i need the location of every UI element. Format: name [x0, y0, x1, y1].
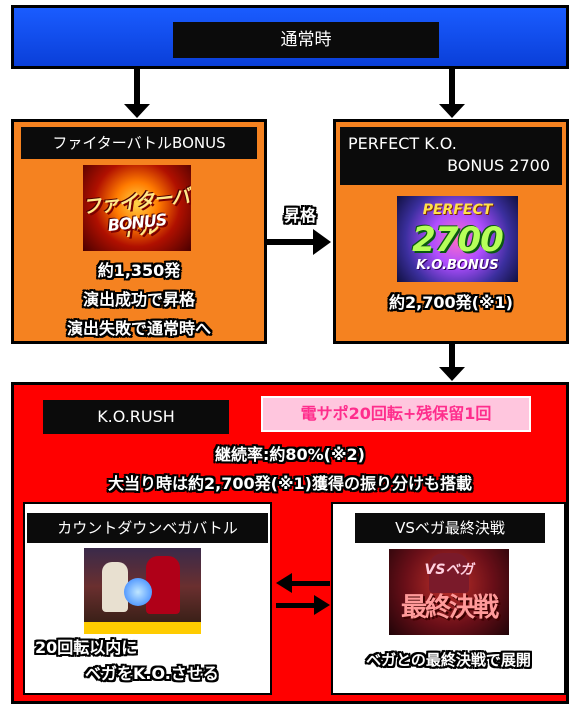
- perfect-ko-bonus-title: PERFECT K.O. BONUS 2700: [340, 127, 562, 185]
- normal-mode-label: 通常時: [173, 22, 439, 58]
- big-hit-note: 大当り時は約2,700発(※1)獲得の振り分けも搭載: [108, 474, 472, 493]
- countdown-vega-battle-description: 20回転以内に ベガをK.O.させる: [23, 635, 272, 687]
- fighter-bonus-failure: 演出失敗で通常時へ: [66, 319, 211, 338]
- energy-orb: [124, 578, 152, 606]
- arrow-right-icon: [314, 595, 330, 615]
- vega-figure: [146, 556, 180, 614]
- perfect-ko-bonus-image-text-mid: 2700: [412, 220, 504, 260]
- arrow-right-promote: [267, 229, 333, 255]
- arrow-down-to-perfect-bonus: [439, 69, 465, 119]
- vega-figure: [429, 553, 469, 593]
- vs-image-text-top: VSベガ: [424, 562, 474, 578]
- arrow-down-to-ko-rush: [439, 344, 465, 382]
- status-bar: [84, 622, 201, 634]
- countdown-vega-battle-title: カウントダウンベガバトル: [27, 513, 268, 543]
- countdown-vega-battle-image: [84, 548, 201, 634]
- vs-image-text-bottom: 最終決戦: [400, 593, 499, 623]
- perfect-ko-bonus-payout: 約2,700発(※1): [389, 293, 513, 312]
- countdown-line1: 20回転以内に: [35, 638, 138, 657]
- normal-mode-banner: [11, 5, 569, 69]
- vs-vega-final-battle-image: VSベガ 最終決戦: [389, 549, 509, 635]
- vs-vega-final-battle-title: VSベガ最終決戦: [355, 513, 545, 543]
- double-arrows: [276, 573, 330, 615]
- perfect-ko-bonus-image-text-bottom: K.O.BONUS: [416, 258, 499, 273]
- fighter-bonus-payout: 約1,350発: [97, 261, 181, 280]
- perfect-ko-bonus-title-line2: BONUS 2700: [447, 156, 550, 175]
- densapo-badge: 電サポ20回転+残保留1回: [261, 396, 531, 432]
- fighter-figure: [102, 562, 128, 612]
- perfect-ko-bonus-image-text-top: PERFECT: [422, 202, 493, 218]
- vs-vega-final-battle-description: ベガとの最終決戦で展開: [366, 651, 531, 669]
- fighter-battle-bonus-title: ファイターバトルBONUS: [21, 127, 257, 159]
- arrow-down-to-fighter-bonus: [124, 69, 150, 119]
- perfect-ko-bonus-title-line1: PERFECT K.O.: [348, 134, 457, 153]
- fighter-bonus-success: 演出成功で昇格: [82, 290, 195, 309]
- continuation-rate: 継続率:約80%(※2): [214, 445, 365, 464]
- promote-label: 昇格: [283, 206, 316, 225]
- ko-rush-title: K.O.RUSH: [43, 400, 229, 434]
- arrow-left-icon: [276, 573, 292, 593]
- countdown-line2: ベガをK.O.させる: [85, 664, 219, 683]
- fighter-battle-bonus-image: ファイターバトル BONUS: [83, 165, 191, 251]
- perfect-ko-bonus-image: PERFECT 2700 K.O.BONUS: [397, 196, 518, 282]
- fighter-battle-bonus-description: 約1,350発 演出成功で昇格 演出失敗で通常時へ: [21, 256, 257, 343]
